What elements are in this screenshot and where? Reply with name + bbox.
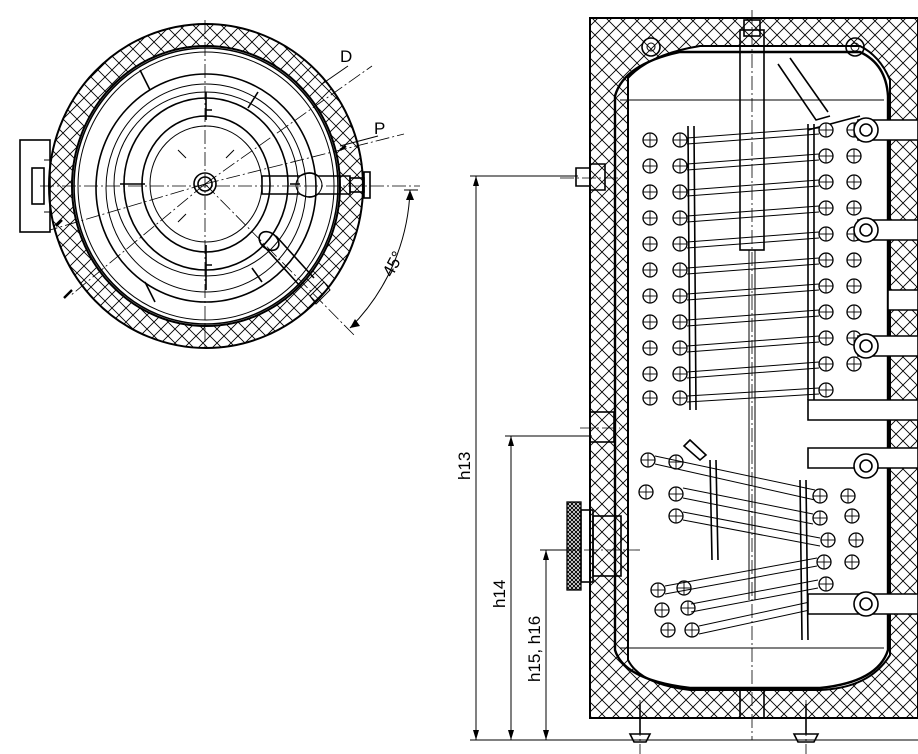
section-drain xyxy=(739,689,765,719)
upper-coil-left-column xyxy=(642,132,688,406)
lower-coil xyxy=(638,438,864,641)
angle-label: 45° xyxy=(379,248,408,280)
label-h14: h14 xyxy=(490,580,509,608)
top-view: 45° D P xyxy=(19,20,420,350)
section-sensor-middle xyxy=(589,411,615,443)
dimensions: h13 h14 h15, h16 xyxy=(455,175,592,740)
upper-coil-right-column xyxy=(818,122,862,398)
label-d: D xyxy=(340,47,352,66)
angle-dimension-arc xyxy=(349,189,411,329)
label-h13: h13 xyxy=(455,452,474,480)
label-p: P xyxy=(374,119,385,138)
top-view-sensor-sleeve xyxy=(261,172,351,198)
section-tank-shell xyxy=(613,50,890,690)
top-view-upper-coil-ring xyxy=(95,73,317,303)
section-flange xyxy=(540,501,640,591)
top-view-inlet-pipe xyxy=(261,235,315,287)
top-view-flange xyxy=(19,139,51,233)
section-view xyxy=(470,10,918,754)
section-sensor-upper xyxy=(575,163,606,191)
upper-coil xyxy=(642,122,862,411)
label-h15-h16: h15, h16 xyxy=(525,616,544,682)
section-right-connections xyxy=(807,117,918,617)
